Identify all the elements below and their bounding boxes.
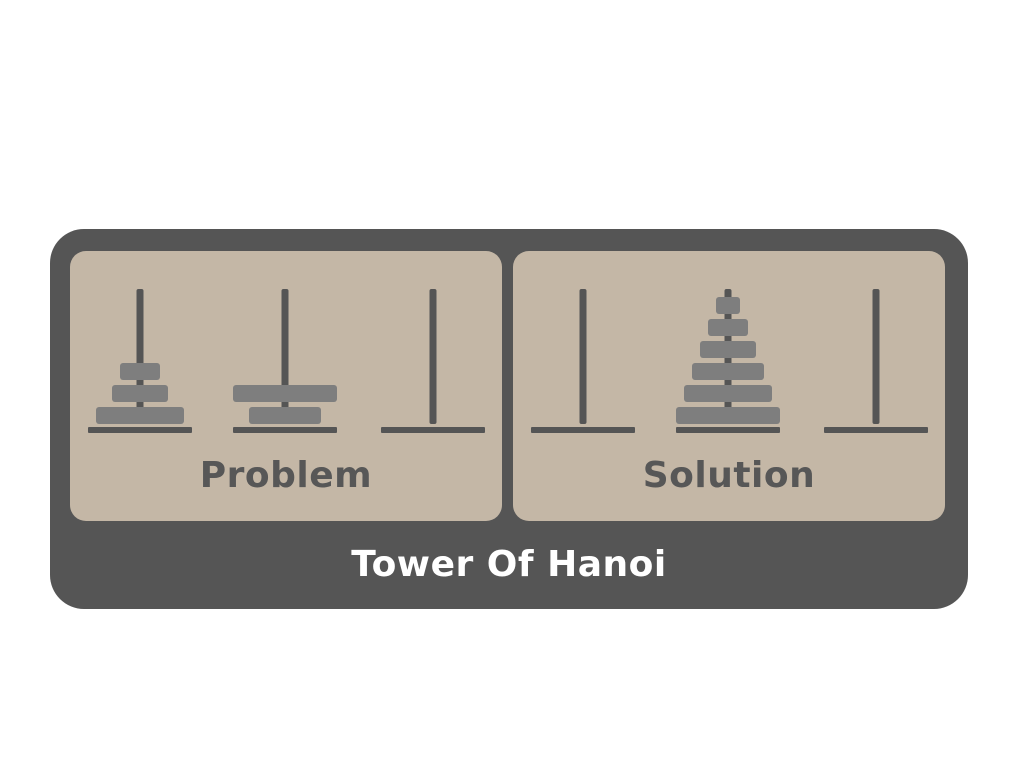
rod-base [824,427,928,433]
disk [249,407,321,424]
rod-base [233,427,337,433]
outer-frame: Problem Solution Tower Of Hanoi [50,229,968,609]
rod-base [531,427,635,433]
disk [708,319,748,336]
disk [700,341,756,358]
problem-towers [88,289,485,433]
rod-pole [872,289,880,424]
disk [112,385,168,402]
problem-panel: Problem [70,251,502,521]
diagram-title: Tower Of Hanoi [351,544,667,585]
rod-pole [579,289,587,424]
solution-panel: Solution [513,251,945,521]
rod-base [381,427,485,433]
rod-pole [429,289,437,424]
disk [96,407,184,424]
rod-base [88,427,192,433]
problem-label: Problem [199,455,373,496]
rod-base [676,427,780,433]
disk [676,407,780,424]
solution-label: Solution [642,455,816,496]
disk [233,385,337,402]
disk [120,363,160,380]
rod-pole [281,289,289,424]
disk [692,363,764,380]
disk [684,385,772,402]
solution-towers [531,289,928,433]
disk [716,297,740,314]
rod-pole [136,289,144,424]
